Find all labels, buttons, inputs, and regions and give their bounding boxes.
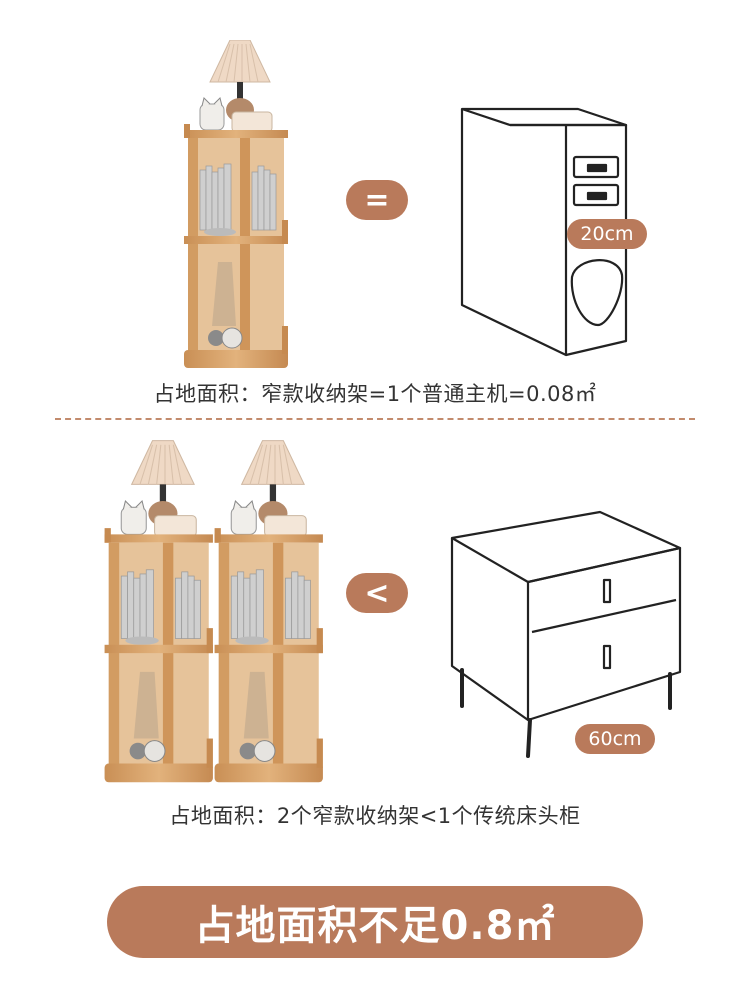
less-than-operator: < (364, 575, 390, 611)
less-than-operator-badge: < (346, 573, 408, 613)
area-summary-banner: 占地面积不足0.8㎡ (107, 886, 643, 958)
nightstand-drawing (450, 510, 682, 758)
size-badge-20cm: 20cm (567, 219, 647, 249)
size-badge-60cm: 60cm (575, 724, 655, 754)
caption-area-comparison-1: 占地面积：窄款收纳架=1个普通主机=0.08㎡ (153, 382, 597, 406)
size-label-20cm: 20cm (580, 223, 634, 245)
equals-operator-badge: = (346, 180, 408, 220)
equals-operator: = (364, 182, 390, 218)
narrow-shelf-image (183, 40, 289, 369)
area-summary-text: 占地面积不足0.8㎡ (194, 903, 556, 949)
narrow-shelf-image-right (214, 440, 324, 783)
dashed-divider (55, 418, 695, 420)
caption-area-comparison-2: 占地面积：2个窄款收纳架<1个传统床头柜 (169, 804, 581, 828)
size-label-60cm: 60cm (588, 728, 642, 750)
